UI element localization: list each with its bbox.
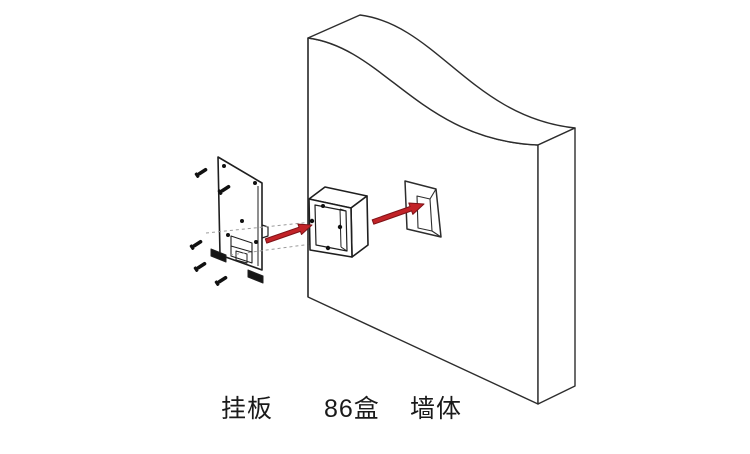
plate-outline: [217, 156, 263, 271]
plate-right-tab: [261, 224, 269, 239]
screw-icon: [194, 167, 208, 178]
screw-icon: [217, 184, 231, 195]
junction-box-drawing: [308, 186, 369, 258]
wall-side-face: [537, 127, 576, 405]
plate-foot-right: [247, 269, 264, 284]
screw-icon: [189, 239, 203, 250]
screw-icon: [193, 261, 207, 272]
plate-subpanel-divider: [230, 245, 253, 253]
wall-hole-depth-lines: [429, 188, 442, 238]
screw-icon: [214, 275, 228, 286]
plate-foot-left: [210, 248, 227, 263]
plate-screws: [189, 167, 231, 286]
insert-arrow-box-to-wall-icon: [371, 202, 425, 225]
plate-subpanel: [230, 235, 253, 264]
projection-dashed-lines: [205, 218, 342, 256]
mounting-plate-drawing: [210, 156, 269, 284]
insert-arrow-plate-to-box-icon: [264, 223, 313, 244]
plate-label: 挂板: [221, 395, 274, 423]
box-front-frame-inner: [314, 204, 348, 252]
plate-holes: [222, 164, 258, 244]
wall-label: 墙体: [410, 395, 463, 423]
box-screw-holes: [309, 204, 343, 251]
wall-hole-inner: [416, 195, 433, 232]
box-right-face: [350, 195, 369, 258]
box-label: 86盒: [324, 395, 380, 423]
